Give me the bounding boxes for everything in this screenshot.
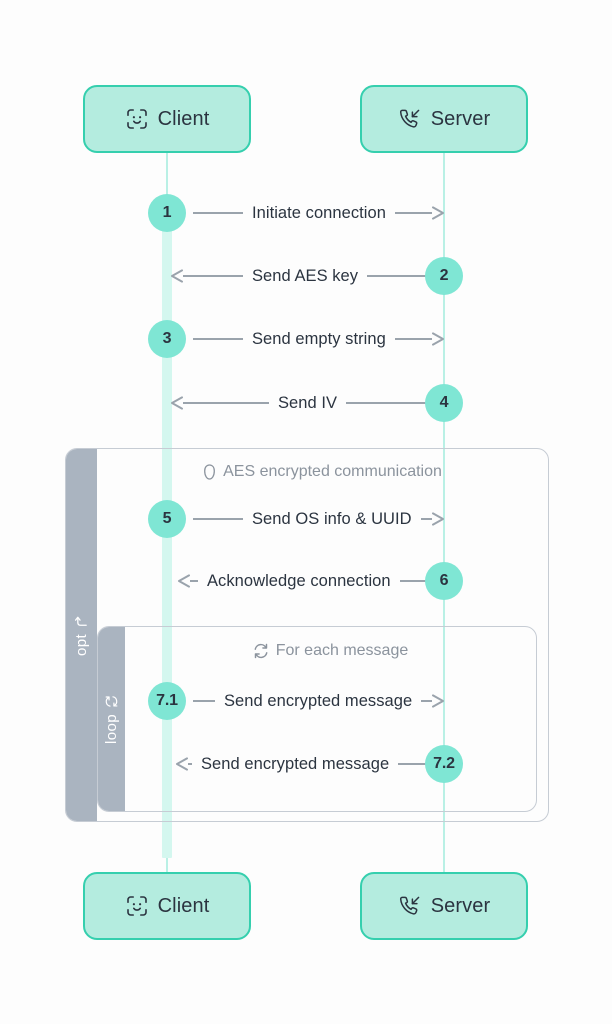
message-label-6: Acknowledge connection xyxy=(207,571,391,590)
fragment-loop-title-text: For each message xyxy=(275,642,409,659)
participant-server-bottom-label: Server xyxy=(430,894,491,917)
fragment-opt: opt xyxy=(65,448,549,822)
participant-server-bottom[interactable]: Server xyxy=(360,872,528,940)
message-row-3: Send empty string xyxy=(193,327,445,351)
arrow-left-icon xyxy=(170,396,183,410)
message-label-3: Send empty string xyxy=(252,329,386,348)
message-line-7-1 xyxy=(193,700,215,702)
message-line-7-1b xyxy=(421,700,432,702)
participant-server-top-label: Server xyxy=(430,107,491,130)
incoming-call-icon xyxy=(398,107,422,131)
shield-outline-icon xyxy=(203,464,216,480)
message-line-1 xyxy=(193,212,243,214)
fragment-loop: loop xyxy=(97,626,537,812)
face-id-icon xyxy=(125,107,149,131)
arrow-right-icon xyxy=(432,694,445,708)
message-line-6 xyxy=(190,580,198,582)
lifeline-server xyxy=(443,152,445,874)
participant-client-bottom-label: Client xyxy=(157,894,210,917)
message-line-3 xyxy=(193,338,243,340)
message-row-7-2: Send encrypted message xyxy=(175,752,426,776)
participant-client-bottom[interactable]: Client xyxy=(83,872,251,940)
message-row-2: Send AES key xyxy=(170,264,426,288)
message-line-4b xyxy=(346,402,426,404)
step-badge-4[interactable]: 4 xyxy=(425,384,463,422)
fragment-opt-label: opt xyxy=(73,633,90,656)
step-badge-3[interactable]: 3 xyxy=(148,320,186,358)
arrow-left-icon xyxy=(175,757,188,771)
participant-client-top[interactable]: Client xyxy=(83,85,251,153)
message-line-6b xyxy=(399,580,426,582)
message-row-4: Send IV xyxy=(170,391,426,415)
message-label-4: Send IV xyxy=(278,393,338,412)
fragment-opt-band: opt xyxy=(66,449,97,821)
step-badge-2[interactable]: 2 xyxy=(425,257,463,295)
message-line-1b xyxy=(394,212,432,214)
step-badge-1[interactable]: 1 xyxy=(148,194,186,232)
step-badge-6[interactable]: 6 xyxy=(425,562,463,600)
message-line-5 xyxy=(193,518,243,520)
fragment-opt-title: AES encrypted communication xyxy=(96,459,549,485)
message-line-7-2 xyxy=(188,763,192,765)
fragment-opt-title-text: AES encrypted communication xyxy=(223,463,442,480)
message-line-2 xyxy=(183,275,243,277)
refresh-cycle-icon xyxy=(105,695,118,708)
arrow-right-icon xyxy=(432,206,445,220)
fragment-loop-title: For each message xyxy=(124,638,537,664)
message-row-6: Acknowledge connection xyxy=(177,569,426,593)
participant-server-top[interactable]: Server xyxy=(360,85,528,153)
refresh-cycle-icon xyxy=(253,643,269,659)
message-line-4 xyxy=(183,402,269,404)
message-label-7-1: Send encrypted message xyxy=(224,691,413,710)
face-id-icon xyxy=(125,894,149,918)
message-row-1: Initiate connection xyxy=(193,201,445,225)
message-line-3b xyxy=(394,338,432,340)
message-label-2: Send AES key xyxy=(252,266,359,285)
fragment-loop-band: loop xyxy=(98,627,125,811)
incoming-call-icon xyxy=(398,894,422,918)
message-label-1: Initiate connection xyxy=(252,203,386,222)
arrow-left-icon xyxy=(170,269,183,283)
arrow-right-icon xyxy=(432,512,445,526)
branch-arrow-icon xyxy=(75,614,88,627)
message-line-5b xyxy=(420,518,432,520)
arrow-left-icon xyxy=(177,574,190,588)
message-line-7-2b xyxy=(398,763,426,765)
fragment-loop-label: loop xyxy=(103,713,120,744)
arrow-right-icon xyxy=(432,332,445,346)
step-badge-7-2[interactable]: 7.2 xyxy=(425,745,463,783)
participant-client-top-label: Client xyxy=(157,107,210,130)
step-badge-5[interactable]: 5 xyxy=(148,500,186,538)
message-label-7-2: Send encrypted message xyxy=(201,754,390,773)
message-row-5: Send OS info & UUID xyxy=(193,507,445,531)
message-label-5: Send OS info & UUID xyxy=(252,509,412,528)
step-badge-7-1[interactable]: 7.1 xyxy=(148,682,186,720)
message-line-2b xyxy=(367,275,426,277)
message-row-7-1: Send encrypted message xyxy=(193,689,445,713)
